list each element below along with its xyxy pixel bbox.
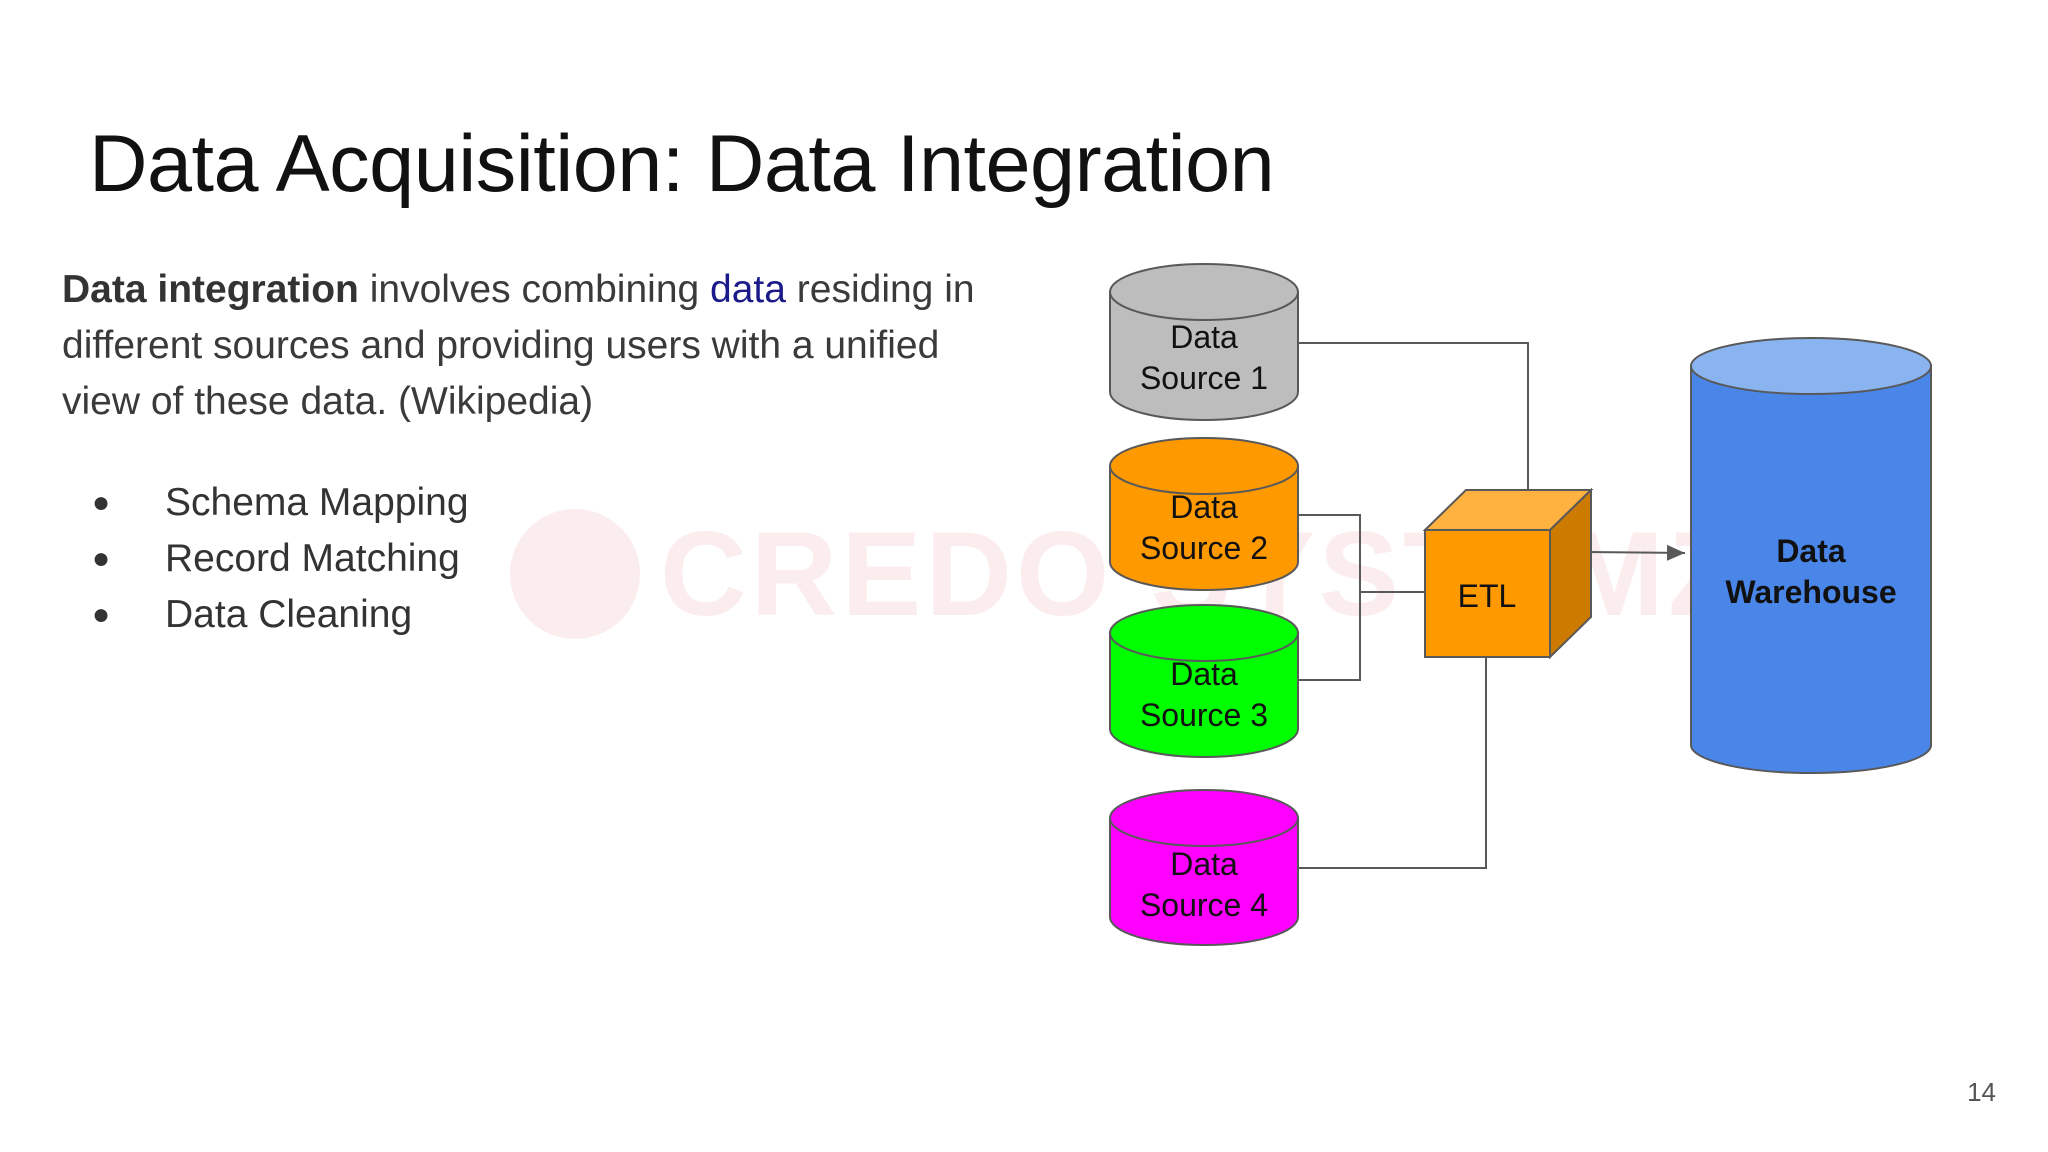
intro-paragraph: Data integration involves combining data…: [62, 262, 982, 430]
cylinder-body: [1109, 291, 1299, 421]
bullet-item: ● Schema Mapping: [90, 475, 469, 531]
data-source-4: Data Source 4: [1109, 789, 1299, 946]
etl-label: ETL: [1458, 578, 1517, 614]
source-label-line1: Data: [1170, 656, 1238, 692]
source-label-line2: Source 3: [1140, 697, 1268, 733]
connectors: [1298, 342, 1686, 869]
data-source-3: Data Source 3: [1109, 604, 1299, 758]
warehouse-label-line1: Data: [1776, 533, 1846, 569]
source-label-line2: Source 1: [1140, 360, 1268, 396]
warehouse-top: [1690, 337, 1932, 395]
data-source-2: Data Source 2: [1109, 437, 1299, 591]
cylinder-body: [1109, 465, 1299, 591]
connector-source-4: [1298, 657, 1487, 869]
cylinder-top: [1109, 789, 1299, 847]
source-label-line1: Data: [1170, 489, 1238, 525]
source-label-line1: Data: [1170, 319, 1238, 355]
cylinder-body: [1109, 632, 1299, 758]
slide-title: Data Acquisition: Data Integration: [89, 119, 1275, 209]
bullet-dot-icon: ●: [92, 542, 111, 575]
cylinder-top: [1109, 263, 1299, 321]
data-link[interactable]: data: [710, 268, 786, 311]
page-number: 14: [1967, 1077, 1996, 1107]
warehouse-label-line2: Warehouse: [1725, 574, 1896, 610]
intro-text-1: involves combining: [358, 268, 711, 311]
source-label-line1: Data: [1170, 846, 1238, 882]
bullet-dot-icon: ●: [92, 486, 111, 519]
warehouse-body: [1690, 365, 1932, 774]
bullet-item: ● Record Matching: [90, 531, 469, 587]
source-label-line2: Source 4: [1140, 887, 1268, 923]
bullet-text: Schema Mapping: [165, 481, 469, 524]
data-source-1: Data Source 1: [1109, 263, 1299, 421]
connector-source-2: [1298, 514, 1361, 592]
cylinder-body: [1109, 817, 1299, 946]
bullet-item: ● Data Cleaning: [90, 587, 469, 643]
etl-cube-front: [1424, 529, 1551, 658]
source-label-line2: Source 2: [1140, 530, 1268, 566]
bullet-dot-icon: ●: [92, 598, 111, 631]
connector-source-3: [1298, 592, 1361, 681]
etl-cube: ETL: [1422, 487, 1594, 660]
bullet-text: Data Cleaning: [165, 593, 413, 636]
cylinder-top: [1109, 604, 1299, 662]
cylinder-top: [1109, 437, 1299, 495]
bullet-text: Record Matching: [165, 537, 460, 580]
connector-etl-warehouse: [1585, 544, 1686, 561]
connector-source-1: [1298, 342, 1529, 490]
intro-term: Data integration: [62, 268, 359, 311]
data-warehouse: Data Warehouse: [1690, 337, 1932, 774]
intro-text-2: residing in different sources and provid…: [62, 268, 975, 423]
bullet-list: ● Schema Mapping ● Record Matching ● Data C…: [90, 475, 469, 643]
